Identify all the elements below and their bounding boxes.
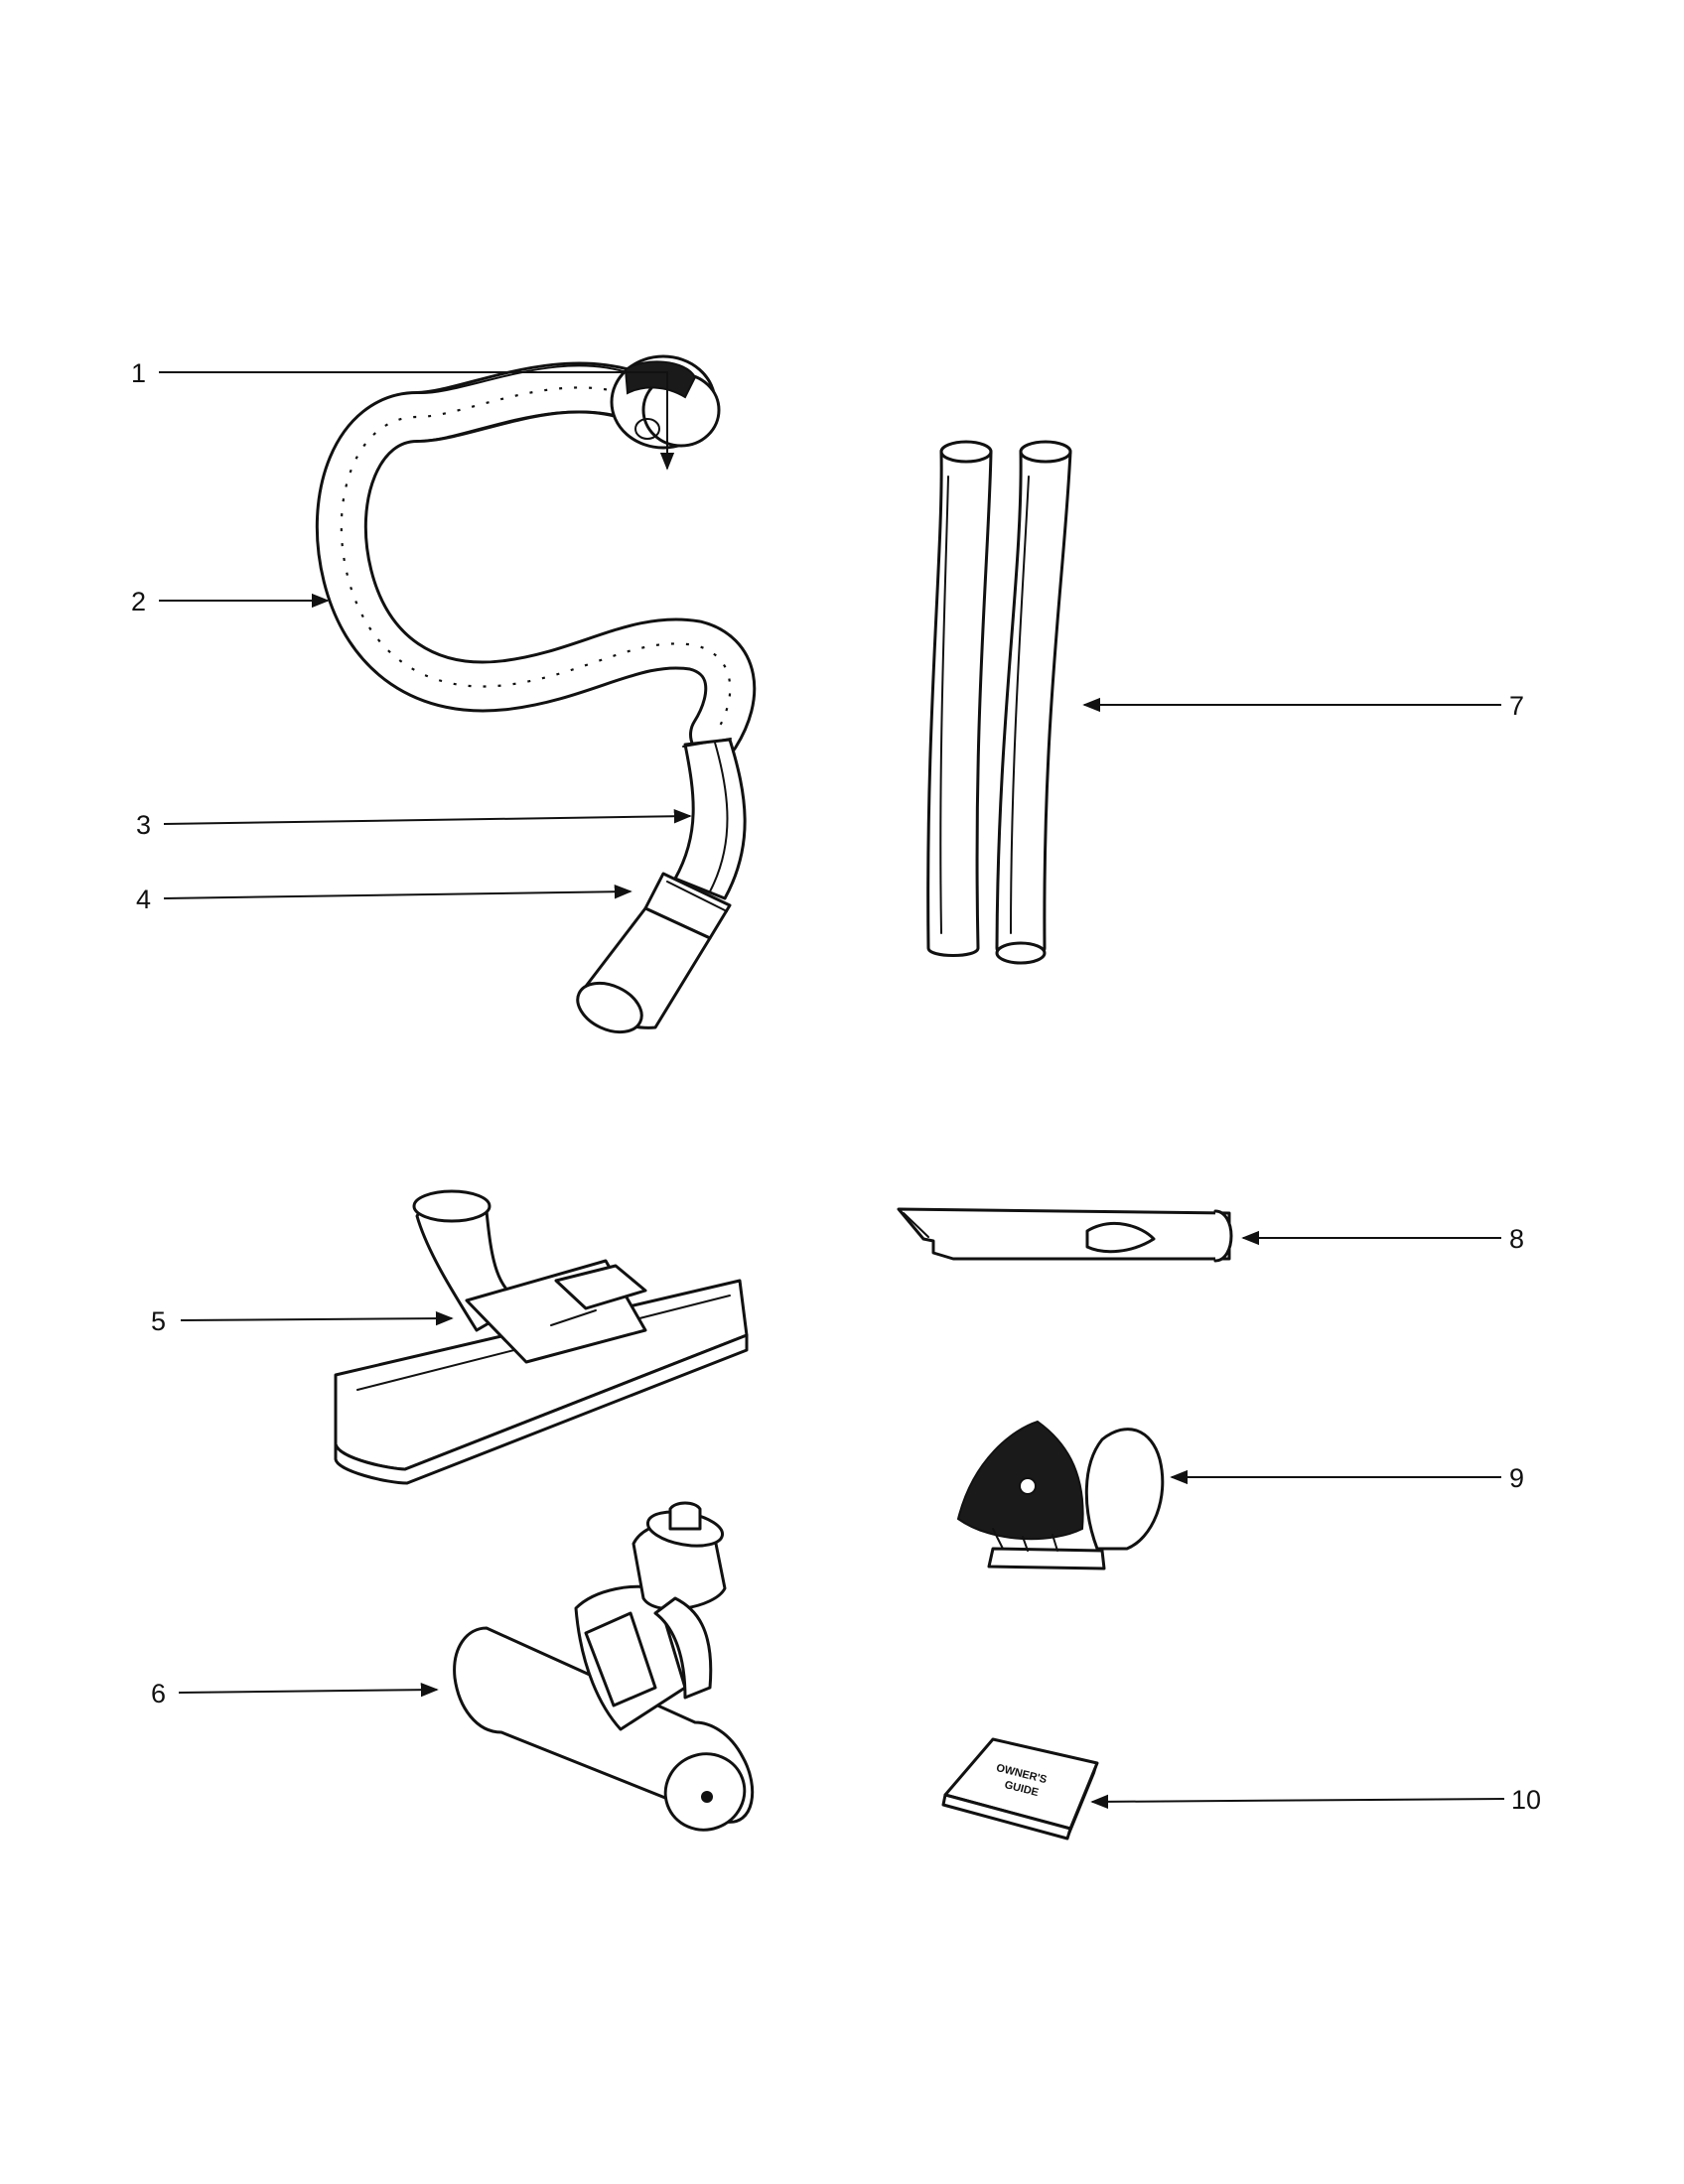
- hose-coupling: [610, 354, 721, 450]
- callout-label-8: 8: [1509, 1224, 1524, 1254]
- leader-lines: [159, 371, 1505, 1810]
- power-nozzle: [453, 1501, 755, 1832]
- curved-hose-handle: [673, 738, 747, 900]
- callout-labels: 1 2 3 4 5 6 7 8 9 10: [131, 358, 1541, 1815]
- dusting-brush: [956, 1420, 1165, 1570]
- extension-wands: [926, 440, 1072, 965]
- callout-label-9: 9: [1509, 1463, 1524, 1493]
- callout-label-5: 5: [151, 1306, 166, 1336]
- hose-assembly: [315, 354, 757, 1034]
- hose-connector: [576, 872, 732, 1034]
- crevice-tool: [897, 1207, 1233, 1263]
- callout-label-1: 1: [131, 358, 146, 388]
- owners-guide-book: OWNER'S GUIDE: [941, 1737, 1099, 1841]
- floor-tool: [334, 1189, 749, 1485]
- callout-label-4: 4: [136, 885, 151, 914]
- callout-label-10: 10: [1511, 1785, 1541, 1815]
- callout-label-3: 3: [136, 810, 151, 840]
- callout-label-6: 6: [151, 1679, 166, 1708]
- callout-label-7: 7: [1509, 691, 1524, 721]
- callout-label-2: 2: [131, 587, 146, 616]
